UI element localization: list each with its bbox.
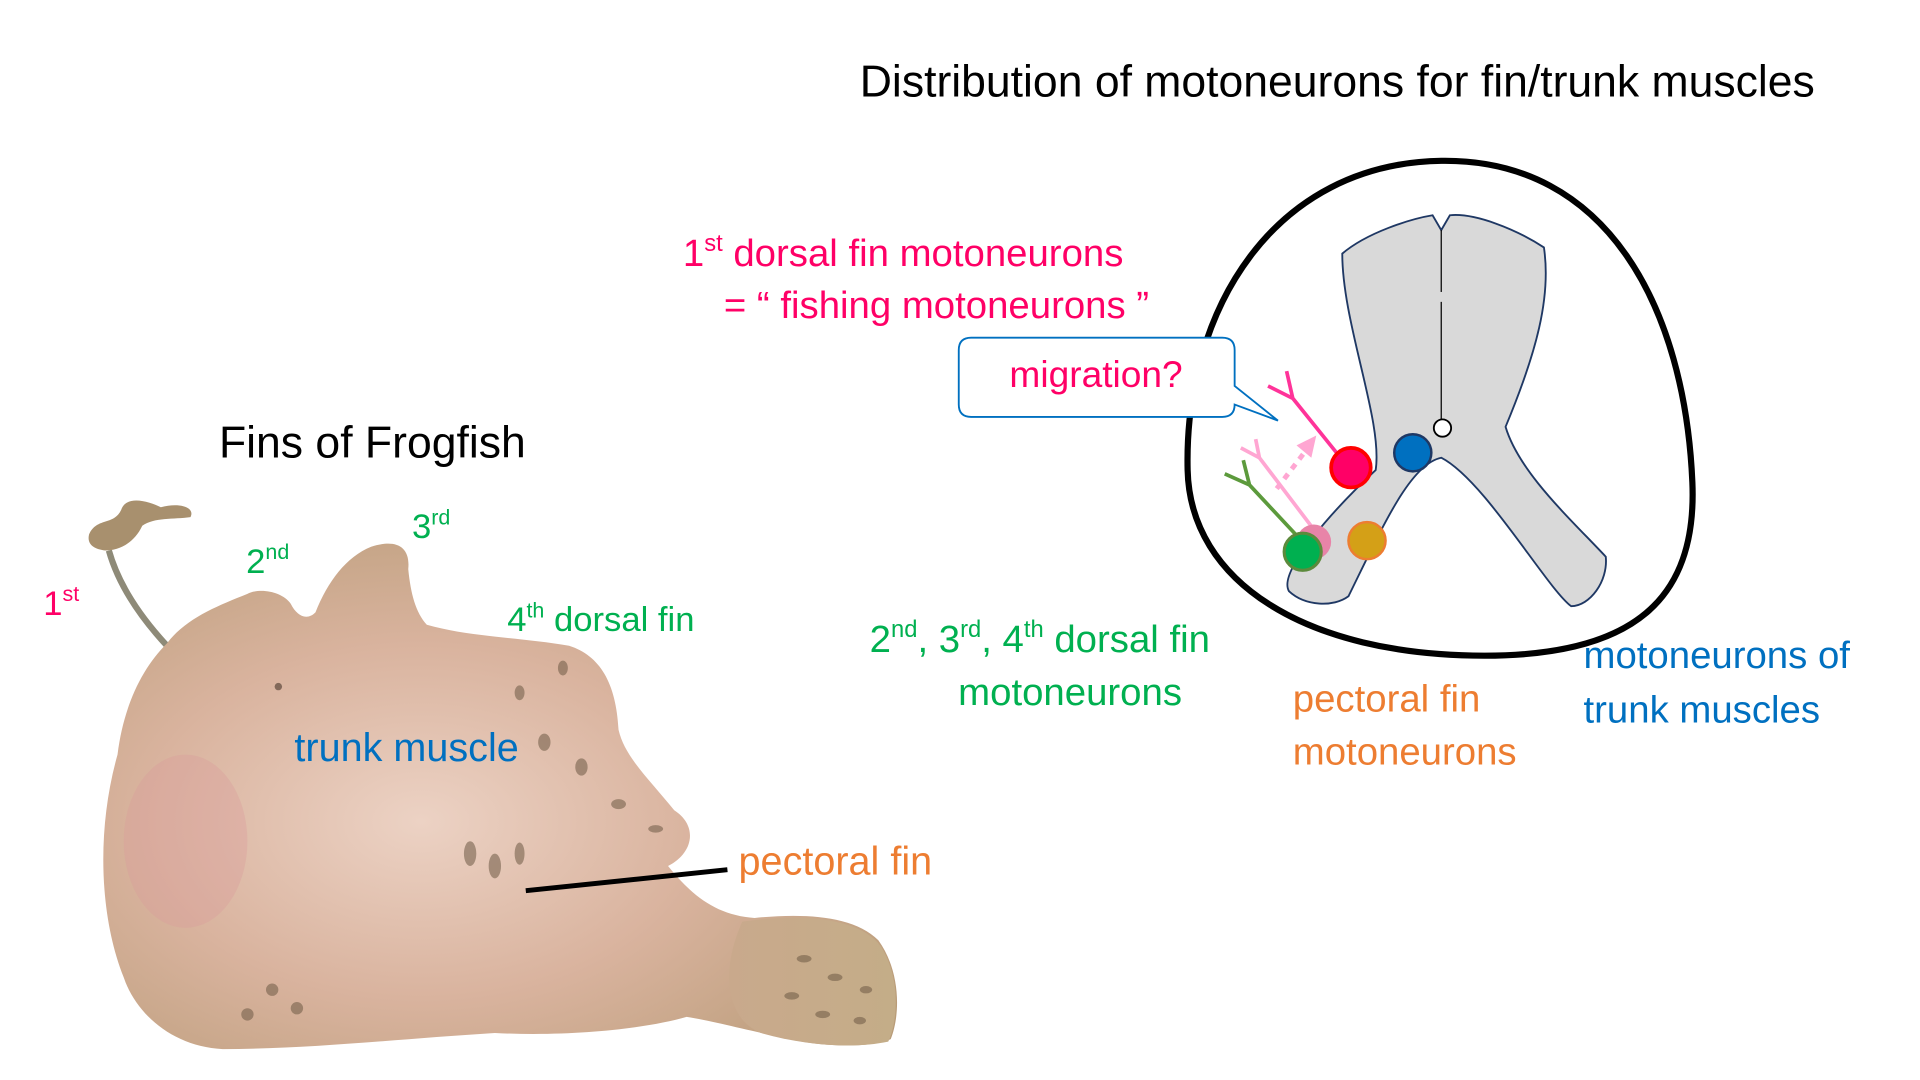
ordinal-number: 3: [939, 618, 960, 661]
dorsal-motoneuron-dot: [1282, 531, 1323, 572]
label-3rd-fin: 3rd: [412, 506, 450, 547]
dorsal-label-line1: 2nd, 3rd, 4th dorsal fin: [870, 616, 1210, 661]
ordinal-suffix: rd: [960, 616, 981, 643]
fish-body: [103, 543, 898, 1050]
ordinal-number: 4: [1003, 618, 1024, 661]
fishing-motoneuron-dot: [1329, 445, 1373, 490]
pectoral-fin-photo: [729, 917, 896, 1046]
ordinal-suffix: th: [526, 598, 544, 622]
label-text: dorsal fin: [544, 601, 694, 639]
pectoral-label-line1: pectoral fin: [1293, 677, 1481, 720]
label-text: dorsal fin motoneurons: [723, 232, 1124, 275]
ordinal-suffix: st: [63, 582, 80, 606]
ordinal-suffix: th: [1024, 616, 1044, 643]
ordinal-suffix: nd: [891, 616, 917, 643]
separator: ,: [981, 618, 1002, 661]
label-text: dorsal fin: [1044, 618, 1210, 661]
trunk-label-line1: motoneurons of: [1584, 634, 1851, 677]
trunk-label-line2: trunk muscles: [1584, 688, 1821, 731]
trunk-motoneuron-dot: [1392, 432, 1433, 473]
ordinal-number: 4: [507, 601, 526, 639]
ordinal-suffix: rd: [431, 506, 450, 530]
pectoral-pointer-line: [525, 867, 728, 894]
ordinal-suffix: nd: [265, 540, 289, 564]
ordinal-suffix: st: [704, 230, 723, 257]
pale-dorsal-dendrite: [1239, 438, 1316, 531]
label-trunk-muscle: trunk muscle: [294, 726, 518, 770]
pectoral-label-line2: motoneurons: [1293, 731, 1517, 774]
fins-title: Fins of Frogfish: [219, 419, 526, 468]
central-canal: [1432, 418, 1453, 438]
fishing-label-line2: = “ fishing motoneurons ”: [724, 284, 1149, 327]
ordinal-number: 1: [43, 585, 62, 623]
pectoral-motoneuron-dot: [1347, 520, 1387, 561]
ordinal-number: 2: [870, 618, 891, 661]
migration-callout: migration?: [957, 336, 1279, 422]
ordinal-number: 1: [683, 232, 704, 275]
fish-spots: [241, 660, 873, 1025]
callout-text: migration?: [1009, 353, 1182, 395]
lure-stalk: [105, 549, 170, 648]
label-4th-dorsal-fin: 4th dorsal fin: [507, 598, 694, 639]
ordinal-number: 2: [246, 543, 265, 581]
distribution-title: Distribution of motoneurons for fin/trun…: [860, 57, 1815, 106]
ordinal-number: 3: [412, 508, 431, 546]
migration-arrow: [1274, 435, 1317, 491]
fishing-label-line1: 1st dorsal fin motoneurons: [683, 230, 1124, 275]
separator: ,: [917, 618, 938, 661]
label-2nd-fin: 2nd: [246, 540, 289, 581]
fish-pink-patch: [123, 754, 248, 928]
label-1st-fin: 1st: [43, 582, 79, 623]
frogfish-photo: [88, 500, 898, 1050]
green-dendrite: [1223, 459, 1303, 542]
fishing-dendrite: [1267, 370, 1341, 457]
lure-esca: [88, 500, 192, 551]
label-pectoral-fin: pectoral fin: [739, 840, 933, 884]
dorsal-label-line2: motoneurons: [958, 671, 1182, 714]
gray-matter: [1286, 214, 1607, 608]
